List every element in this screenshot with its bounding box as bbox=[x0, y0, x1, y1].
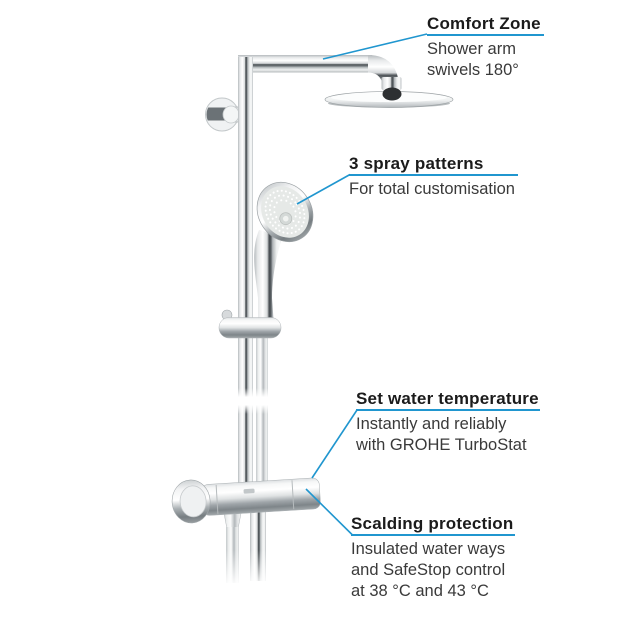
shower-head-connector bbox=[381, 77, 402, 90]
temperature-knob-face bbox=[179, 485, 207, 518]
callout-line-scalding-protection bbox=[305, 488, 353, 536]
callout-line-comfort-zone bbox=[322, 33, 428, 60]
spray-nozzle-ring-inner bbox=[273, 199, 297, 225]
callout-description: Instantly and reliably with GROHE TurboS… bbox=[356, 415, 527, 454]
spray-mode-button-center bbox=[282, 215, 289, 222]
thermostat-valve bbox=[171, 477, 321, 524]
callout-comfort-zone: Comfort Zone Shower arm swivels 180° bbox=[427, 14, 544, 81]
valve-seam-right bbox=[291, 480, 295, 510]
slide-holder bbox=[218, 317, 282, 339]
callout-water-temperature: Set water temperature Instantly and reli… bbox=[356, 389, 540, 456]
callout-title: Comfort Zone bbox=[427, 14, 544, 36]
callout-line-spray-patterns bbox=[296, 173, 351, 205]
callout-scalding-protection: Scalding protection Insulated water ways… bbox=[351, 514, 515, 602]
hand-shower-handle bbox=[254, 230, 283, 326]
callout-description: Shower arm swivels 180° bbox=[427, 40, 519, 79]
shower-pipe bbox=[238, 57, 253, 495]
callout-lines bbox=[296, 33, 428, 536]
pipe-fade-break bbox=[228, 388, 276, 414]
spray-nozzle-ring-middle bbox=[268, 194, 302, 230]
callout-description: Insulated water ways and SafeStop contro… bbox=[351, 540, 506, 600]
callout-spray-patterns: 3 spray patterns For total customisation bbox=[349, 154, 518, 200]
callout-title: 3 spray patterns bbox=[349, 154, 518, 176]
callout-line-water-temperature bbox=[311, 409, 358, 479]
wall-mount-hub bbox=[222, 105, 240, 124]
grohe-logo-mark bbox=[243, 488, 255, 494]
valve-body bbox=[201, 477, 321, 516]
callout-title: Scalding protection bbox=[351, 514, 515, 536]
callout-description: For total customisation bbox=[349, 180, 515, 198]
valve-seam-left bbox=[215, 484, 219, 514]
bottom-fade bbox=[215, 550, 277, 586]
head-ball-joint bbox=[382, 87, 402, 101]
callout-title: Set water temperature bbox=[356, 389, 540, 411]
hand-shower-head bbox=[256, 181, 314, 243]
shower-arm bbox=[238, 55, 372, 73]
